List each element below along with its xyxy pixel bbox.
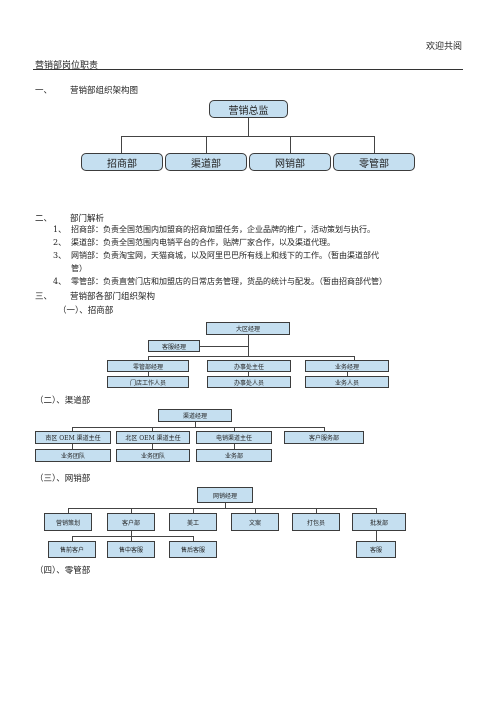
connector	[200, 346, 248, 347]
org-box: 业务团队	[35, 449, 111, 462]
connector	[225, 503, 226, 508]
connector	[324, 427, 325, 431]
org-box: 售前客户	[48, 541, 96, 558]
connector	[234, 444, 235, 449]
org-child-box: 招商部	[81, 153, 163, 171]
connector	[347, 372, 348, 376]
org-box: 大区经理	[206, 322, 290, 335]
connector	[374, 136, 375, 153]
org-box: 业务团队	[116, 449, 190, 462]
connector	[121, 136, 122, 153]
doc-title: 营销部岗位职责	[35, 61, 99, 71]
org-box: 业务人员	[305, 376, 389, 388]
connector	[206, 136, 207, 153]
connector	[121, 136, 374, 137]
org-box: 业务经理	[305, 360, 389, 372]
connector	[72, 444, 73, 449]
org-box: 渠道经理	[158, 409, 232, 422]
org-box: 售中客服	[107, 541, 155, 558]
connector	[148, 356, 149, 360]
connector	[72, 536, 194, 537]
analysis-item: 2、渠道部：负责全国范围内电销平台的合作，贴牌厂家合作，以及渠道代理。	[53, 238, 335, 247]
org-box: 电销渠道主任	[196, 431, 272, 444]
analysis-item: 1、招商部：负责全国范围内加盟商的招商加盟任务，企业品牌的推广，活动策划与执行。	[53, 225, 375, 234]
connector	[68, 508, 376, 509]
section-2-title: 部门解析	[70, 214, 105, 224]
analysis-item: 3、网销部：负责淘宝网，天猫商城，以及阿里巴巴所有线上和线下的工作。（暂由渠道部…	[53, 251, 379, 260]
org-box: 办事处主任	[207, 360, 291, 372]
section-3-number: 三、	[35, 292, 53, 302]
org-box: 批发部	[352, 513, 406, 531]
connector	[376, 508, 377, 513]
connector	[148, 372, 149, 376]
org-box: 零管部经理	[107, 360, 189, 372]
connector	[248, 335, 249, 356]
org-box: 北区 OEM 渠道主任	[116, 431, 190, 444]
connector	[131, 508, 132, 513]
org-box: 客服经理	[148, 340, 200, 352]
org-box: 营销策划	[44, 513, 92, 531]
connector	[72, 536, 73, 541]
connector	[193, 508, 194, 513]
org-box: 门店工作人员	[107, 376, 189, 388]
subsection-2-label: （二）、渠道部	[35, 396, 91, 406]
connector	[195, 422, 196, 427]
connector	[376, 531, 377, 541]
connector	[131, 536, 132, 541]
org-box: 售后客服	[169, 541, 217, 558]
connector	[316, 508, 317, 513]
analysis-item-continuation: 管）	[71, 264, 87, 273]
connector	[248, 118, 249, 136]
org-box: 网销经理	[197, 487, 253, 503]
header-right-text: 欢迎共阅	[425, 42, 462, 52]
connector	[148, 356, 354, 357]
connector	[152, 427, 153, 431]
org-box: 客服	[356, 541, 396, 558]
org-child-box: 渠道部	[165, 153, 247, 171]
connector	[72, 427, 324, 428]
org-box: 文案	[231, 513, 279, 531]
org-box: 客户服务部	[284, 431, 364, 444]
title-rule	[33, 69, 463, 70]
org-box: 办事处人员	[207, 376, 291, 388]
connector	[131, 531, 132, 536]
connector	[72, 427, 73, 431]
org-box: 美工	[169, 513, 217, 531]
connector	[234, 427, 235, 431]
section-1-title: 营销部组织架构图	[70, 86, 139, 96]
org-child-box: 网销部	[249, 153, 331, 171]
org-box: 业务部	[196, 449, 272, 462]
connector	[354, 356, 355, 360]
subsection-3-label: （三）、网销部	[35, 474, 91, 484]
org-box: 南区 OEM 渠道主任	[35, 431, 111, 444]
section-1-number: 一、	[35, 86, 53, 96]
org-box: 客户部	[107, 513, 155, 531]
connector	[290, 136, 291, 153]
section-3-title: 营销部各部门组织架构	[70, 292, 156, 302]
section-2-number: 二、	[35, 214, 53, 224]
org-child-box: 零管部	[333, 153, 415, 171]
connector	[193, 536, 194, 541]
subsection-4-label: （四）、零管部	[35, 566, 91, 576]
connector	[152, 444, 153, 449]
org-top-box: 营销总监	[209, 100, 288, 118]
connector	[248, 372, 249, 376]
connector	[68, 508, 69, 513]
analysis-item: 4、零管部：负责直营门店和加盟店的日常店务管理，货品的统计与配发。（暂由招商部代…	[53, 277, 387, 286]
connector	[255, 508, 256, 513]
subsection-1-label: （一）、招商部	[58, 306, 114, 316]
org-box: 打包员	[292, 513, 340, 531]
